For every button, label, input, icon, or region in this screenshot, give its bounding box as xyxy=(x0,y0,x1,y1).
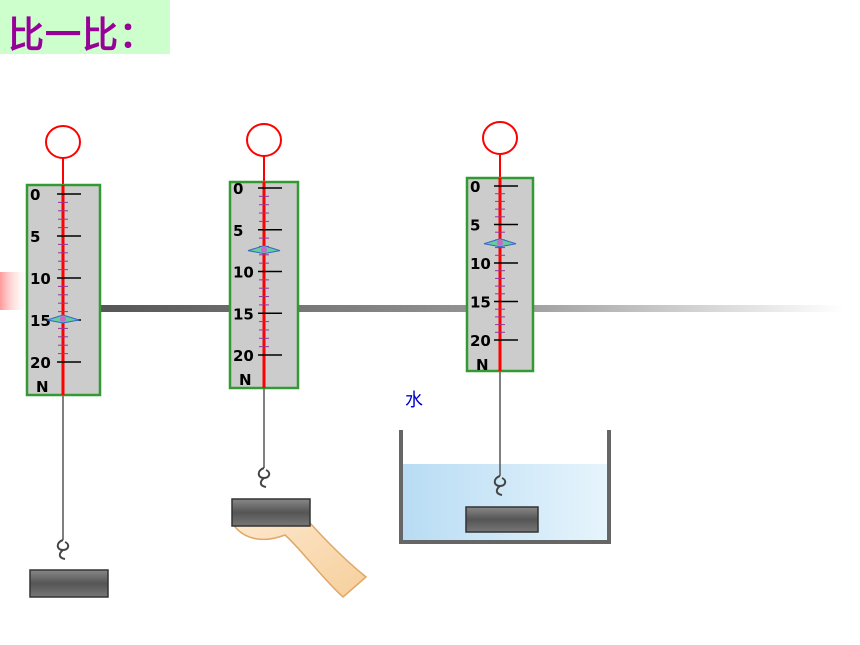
tick-label: 0 xyxy=(470,178,480,196)
metal-block xyxy=(231,498,311,527)
tick-label: 0 xyxy=(233,180,243,198)
tick-label: 15 xyxy=(30,312,51,330)
spring-scale-held-by-hand: 0 5 10 15 20N xyxy=(228,123,311,527)
unit-label: N xyxy=(36,378,49,396)
title-box: 比一比： xyxy=(0,0,170,56)
spring-scale-in-air: 0 5 10 15 20N xyxy=(25,125,109,598)
tick-label: 10 xyxy=(470,255,491,273)
water-label: 水 xyxy=(405,390,423,411)
tick-label: 5 xyxy=(233,222,243,240)
pointer-center xyxy=(60,316,66,322)
tick-label: 10 xyxy=(233,264,254,282)
hook xyxy=(257,467,271,488)
page-title: 比一比： xyxy=(8,15,157,56)
unit-label: N xyxy=(239,371,252,389)
tick-label: 10 xyxy=(30,270,51,288)
tick-label: 20 xyxy=(233,347,254,365)
hook xyxy=(493,475,507,496)
tank-walls xyxy=(399,430,611,544)
unit-label: N xyxy=(476,356,489,374)
tick-label: 5 xyxy=(470,217,480,235)
pointer-center xyxy=(261,246,267,253)
tick-label: 15 xyxy=(233,305,254,323)
pink-glow-decoration xyxy=(0,272,30,310)
metal-block xyxy=(29,569,109,598)
ring-handle xyxy=(45,125,81,159)
tick-label: 20 xyxy=(470,332,491,350)
pointer-center xyxy=(497,239,503,246)
ring-handle xyxy=(246,123,282,157)
tick-label: 20 xyxy=(30,354,51,372)
hook xyxy=(56,539,70,560)
tick-label: 15 xyxy=(470,294,491,312)
metal-block xyxy=(465,506,539,533)
tick-label: 5 xyxy=(30,228,40,246)
spring-scale-in-water: 0 5 10 15 20N xyxy=(465,121,539,533)
ring-handle xyxy=(482,121,518,155)
tick-label: 0 xyxy=(30,186,40,204)
